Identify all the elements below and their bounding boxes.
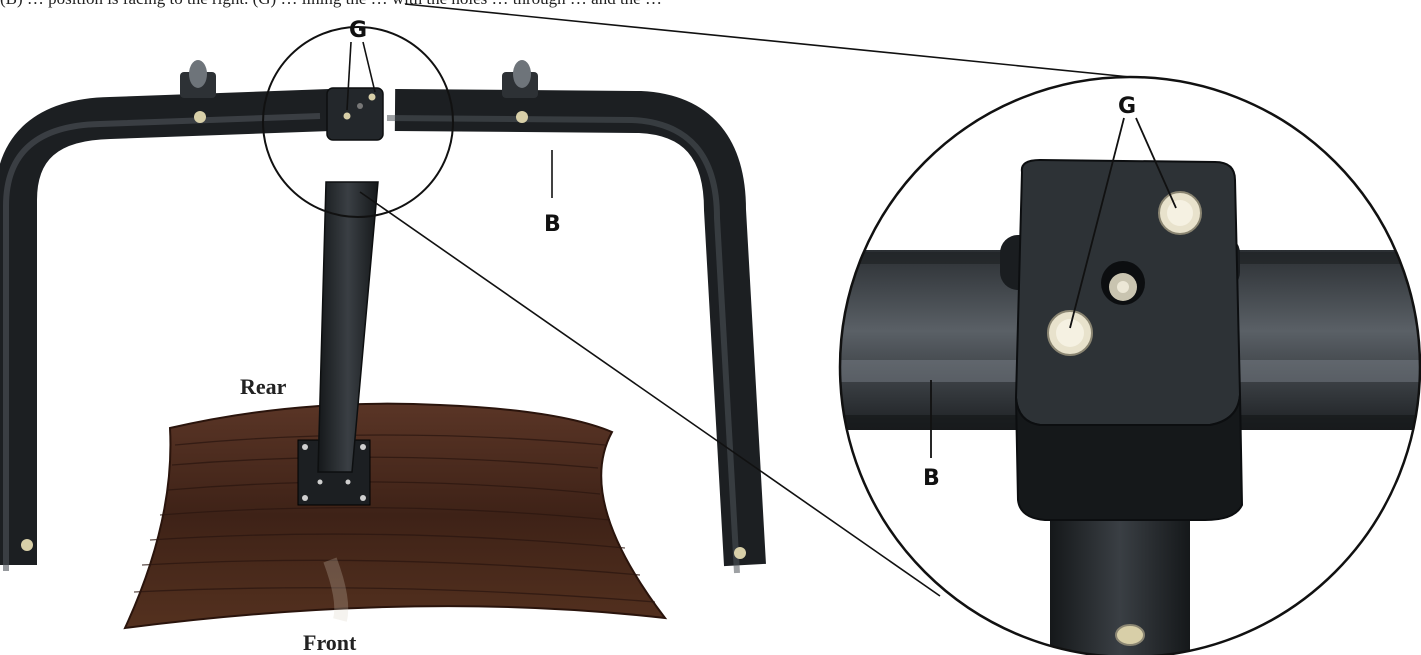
label-b-main: B xyxy=(544,212,561,237)
u-frame xyxy=(0,89,766,574)
label-front: Front xyxy=(303,630,357,655)
main-callout-lines xyxy=(346,41,553,198)
zoom-connector-lines xyxy=(359,3,1131,597)
zoom-callout-lines xyxy=(930,117,1177,458)
label-g-zoom: G xyxy=(1118,94,1137,119)
zoom-detail xyxy=(838,75,1421,655)
top-caption: (B) … position is facing to the right. (… xyxy=(0,0,1421,9)
rear-casters xyxy=(180,60,538,98)
center-post xyxy=(317,181,379,473)
wooden-base xyxy=(123,402,668,630)
label-g-main: G xyxy=(349,18,368,43)
label-b-zoom: B xyxy=(923,466,940,491)
detail-circle-small xyxy=(262,26,454,218)
center-joint-block xyxy=(326,87,384,141)
label-rear: Rear xyxy=(240,374,287,399)
